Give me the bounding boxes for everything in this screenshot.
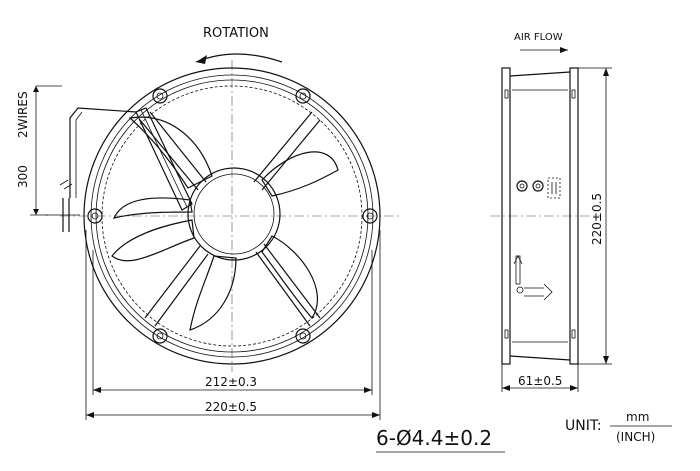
lead-length-dimension bbox=[30, 85, 62, 216]
support-struts bbox=[139, 111, 321, 327]
holes-label: 6-Ø4.4±0.2 bbox=[376, 426, 492, 450]
depth-label: 61±0.5 bbox=[518, 374, 562, 388]
lead-length-label: 300 bbox=[16, 165, 30, 188]
fan-blades bbox=[111, 116, 339, 331]
unit-mm-label: mm bbox=[626, 410, 649, 424]
unit-prefix-label: UNIT: bbox=[565, 418, 602, 434]
air-flow-label: AIR FLOW bbox=[514, 32, 563, 43]
height-label: 220±0.5 bbox=[590, 193, 604, 245]
width-dimensions bbox=[85, 230, 381, 420]
mounting-holes bbox=[87, 88, 378, 344]
rotation-label: ROTATION bbox=[203, 26, 269, 41]
hub bbox=[187, 167, 281, 261]
side-view: AIR FLOW 61±0.5 220±0.5 bbox=[490, 32, 612, 392]
wires-label: 2WIRES bbox=[16, 91, 30, 138]
housing-outer-ring bbox=[83, 67, 381, 365]
rotation-arrow bbox=[195, 53, 283, 63]
direction-markings bbox=[513, 255, 553, 301]
wire-ends bbox=[45, 179, 80, 232]
front-view: 2WIRES 300 ROTATION 212±0.3 220±0.5 bbox=[16, 26, 400, 420]
outer-width-label: 220±0.5 bbox=[205, 400, 257, 414]
inner-width-label: 212±0.3 bbox=[205, 375, 257, 389]
lead-wire bbox=[69, 107, 193, 211]
unit-inch-label: (INCH) bbox=[616, 430, 655, 444]
